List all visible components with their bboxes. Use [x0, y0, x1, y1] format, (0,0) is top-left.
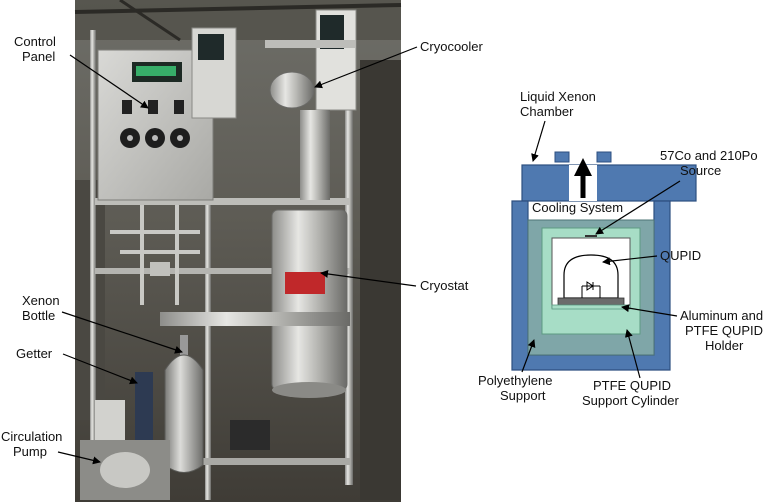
label-control-panel-line2: Panel — [22, 49, 55, 64]
leader-ptfe-support — [624, 329, 641, 379]
gas-line — [140, 205, 144, 305]
leader-liquid-xenon-chamber — [531, 120, 546, 162]
lid-flange-right — [596, 151, 612, 163]
xenon-bottle-body — [164, 354, 204, 473]
controller-display — [198, 34, 224, 60]
label-qupid: QUPID — [660, 248, 701, 263]
label-circulation-pump-line1: Circulation — [1, 429, 62, 444]
knob-center — [152, 135, 158, 141]
pump-housing — [95, 400, 125, 440]
leader-control-panel — [69, 54, 149, 109]
panel-meter — [148, 100, 158, 114]
frame-rail — [95, 268, 350, 274]
label-source-line1: 57Co and 210Po — [660, 148, 758, 163]
label-xenon-bottle-line1: Xenon — [22, 293, 60, 308]
chamber-schematic — [511, 151, 697, 371]
label-polyethylene-support-line1: Polyethylene — [478, 373, 552, 388]
cryostat-bottom — [272, 382, 346, 398]
label-holder-line2: PTFE QUPID — [685, 323, 763, 338]
cryostat-warning-label — [285, 272, 325, 294]
leader-qupid — [602, 255, 658, 266]
frame-post — [345, 15, 353, 485]
qupid-base — [557, 297, 625, 306]
knob-center — [127, 135, 133, 141]
lid-flange-left — [554, 151, 570, 163]
frame-rail — [95, 198, 350, 205]
leader-polyethylene-support — [521, 339, 536, 373]
gas-line — [120, 250, 200, 254]
label-circulation-pump-line2: Pump — [13, 444, 47, 459]
label-cryocooler: Cryocooler — [420, 39, 484, 54]
leader-getter — [62, 353, 138, 385]
apparatus-photo — [74, 0, 402, 502]
photo-annotations: Control Panel Cryocooler Cryostat Xenon … — [1, 34, 484, 465]
valve — [150, 262, 170, 276]
frame-rail — [95, 458, 350, 465]
panel-meter — [174, 100, 184, 114]
frame-post — [90, 30, 96, 500]
background-rack — [360, 60, 401, 500]
leader-source — [595, 180, 681, 235]
leader-xenon-bottle — [61, 311, 183, 354]
label-getter: Getter — [16, 346, 53, 361]
ceiling-cable — [119, 0, 181, 42]
panel-meter — [122, 100, 132, 114]
label-source-line2: Source — [680, 163, 721, 178]
bottle-valve — [180, 335, 188, 365]
gas-line — [175, 205, 179, 305]
label-control-panel-line1: Control — [14, 34, 56, 49]
label-cooling-system: Cooling System — [532, 200, 623, 215]
leader-cryostat — [320, 269, 417, 287]
qupid-dome — [563, 254, 619, 299]
label-cryostat: Cryostat — [420, 278, 469, 293]
cryocooler-pipe — [265, 40, 355, 48]
horizontal-beam — [160, 312, 350, 326]
cryocooler-head — [269, 71, 315, 109]
label-holder-line3: Holder — [705, 338, 744, 353]
label-ptfe-support-line2: Support Cylinder — [582, 393, 679, 408]
chamber-lid — [521, 164, 697, 202]
label-polyethylene-support-line2: Support — [500, 388, 546, 403]
label-liquid-xenon-chamber-line2: Chamber — [520, 104, 574, 119]
cryostat-vessel — [271, 209, 348, 391]
leader-circulation-pump — [57, 451, 101, 465]
ceiling-beam — [74, 3, 402, 14]
frame-post — [205, 30, 211, 500]
upward-arrow-icon — [574, 158, 592, 198]
schematic-annotations: Liquid Xenon Chamber 57Co and 210Po Sour… — [478, 89, 763, 408]
diode-symbol — [581, 281, 601, 298]
cryocooler-column — [300, 110, 330, 200]
label-liquid-xenon-chamber-line1: Liquid Xenon — [520, 89, 596, 104]
pump-motor — [100, 452, 150, 488]
label-ptfe-support-line1: PTFE QUPID — [593, 378, 671, 393]
holder-ring — [551, 304, 631, 310]
label-xenon-bottle-line2: Bottle — [22, 308, 55, 323]
getter-body — [135, 372, 153, 462]
leader-cryocooler — [314, 46, 418, 89]
leader-holder — [621, 304, 678, 317]
gas-line — [110, 230, 200, 234]
knob-center — [177, 135, 183, 141]
panel-display-readout — [136, 66, 176, 76]
floor-equipment — [230, 420, 270, 450]
label-holder-line1: Aluminum and — [680, 308, 763, 323]
